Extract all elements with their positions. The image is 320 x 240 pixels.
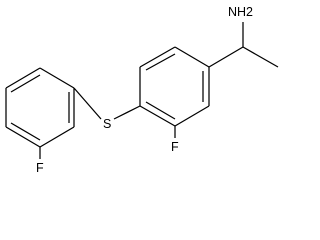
fluorophenyl-ring [5, 67, 75, 148]
central-phenyl-ring [139, 46, 210, 127]
amine-label: NH2 [228, 5, 253, 19]
ethylamine-side-chain [208, 22, 279, 68]
sulfur-label: S [103, 117, 111, 131]
fluorine-label-left: F [36, 161, 44, 175]
fluorine-label-right: F [171, 140, 179, 154]
thioether-bonds [73, 87, 141, 120]
molecule-structure-diagram: NH2 S F F [5, 5, 279, 175]
